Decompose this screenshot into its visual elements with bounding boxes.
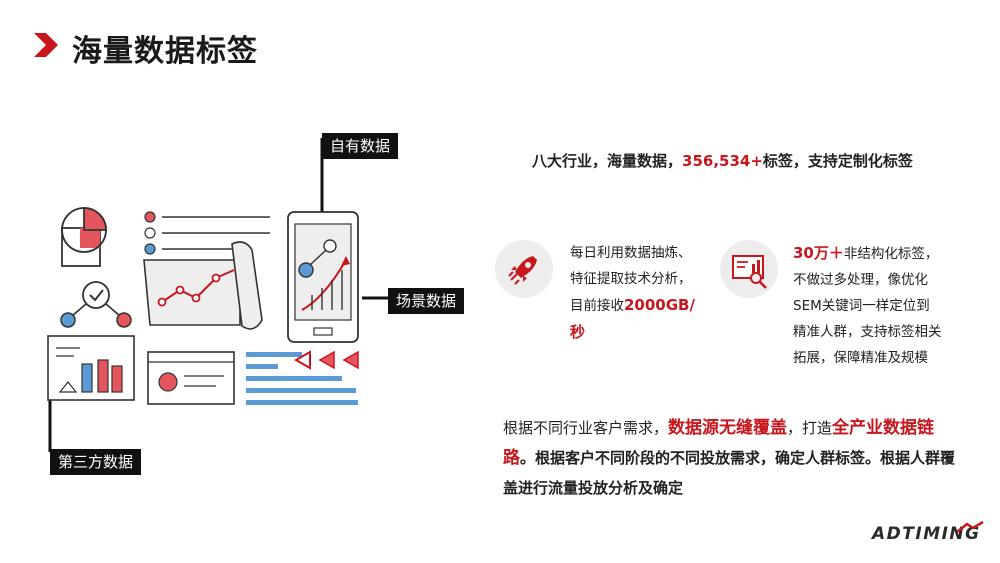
summary-text: ，打造 (787, 419, 833, 437)
tag-own-data: 自有数据 (322, 133, 399, 159)
feature-1-line: 每日利用数据抽炼、 (570, 245, 692, 261)
headline-post: 标签，支持定制化标签 (762, 152, 913, 170)
adtiming-logo: ADTIMING (872, 524, 981, 544)
feature-2-line-text: 非结构化标签， (843, 246, 939, 262)
feature-1-rate-unit: 秒 (570, 323, 586, 341)
feature-1-line: 特征提取技术分析， (570, 271, 692, 287)
headline-count: 356,534+ (682, 152, 763, 170)
feature-2-line: 拓展，保障精准及规模 (793, 350, 928, 366)
feature-1-line: 目前接收2000GB/ (570, 292, 718, 319)
feature-1-receive-label: 目前接收 (570, 298, 624, 314)
feature-2-line: 精准人群，支持标签相关 (793, 324, 942, 340)
feature-2-line: 30万＋非结构化标签， (793, 240, 973, 267)
summary-highlight: 数据源无缝覆盖 (668, 418, 788, 438)
tag-third-party-data: 第三方数据 (50, 449, 142, 475)
feature-1-text: 每日利用数据抽炼、 特征提取技术分析， 目前接收2000GB/ 秒 (570, 240, 718, 345)
dashboard-search-icon (732, 255, 767, 289)
feature-1-rate: 2000GB/ (624, 296, 695, 314)
rocket-icon (508, 256, 537, 285)
summary-text: 根据不同行业客户需求， (503, 419, 669, 437)
page-title: 海量数据标签 (72, 34, 258, 69)
headline-pre: 八大行业，海量数据， (532, 152, 683, 170)
feature-1-icon-wrap (495, 240, 553, 298)
feature-2-count: 30万＋ (793, 244, 844, 262)
feature-2-line: SEM关键词一样定位到 (793, 298, 930, 314)
tag-scene-data: 场景数据 (388, 288, 465, 314)
data-sources-illustration (47, 138, 390, 452)
chevron-right-icon (34, 33, 58, 57)
logo-accent-icon (956, 520, 984, 533)
feature-2-icon-wrap (720, 240, 778, 298)
headline: 八大行业，海量数据，356,534+标签，支持定制化标签 (532, 150, 913, 171)
feature-2-text: 30万＋非结构化标签， 不做过多处理，像优化 SEM关键词一样定位到 精准人群，… (793, 240, 973, 371)
summary-highlight: 全产业数据链路 (503, 418, 935, 468)
summary-text: 。根据客户不同阶段的不同投放需求，确定人群标签。根据人群覆盖进行流量投放分析及确… (503, 449, 956, 497)
feature-2-line: 不做过多处理，像优化 (793, 272, 928, 288)
summary-paragraph: 根据不同行业客户需求，数据源无缝覆盖，打造全产业数据链路。根据客户不同阶段的不同… (503, 413, 965, 503)
